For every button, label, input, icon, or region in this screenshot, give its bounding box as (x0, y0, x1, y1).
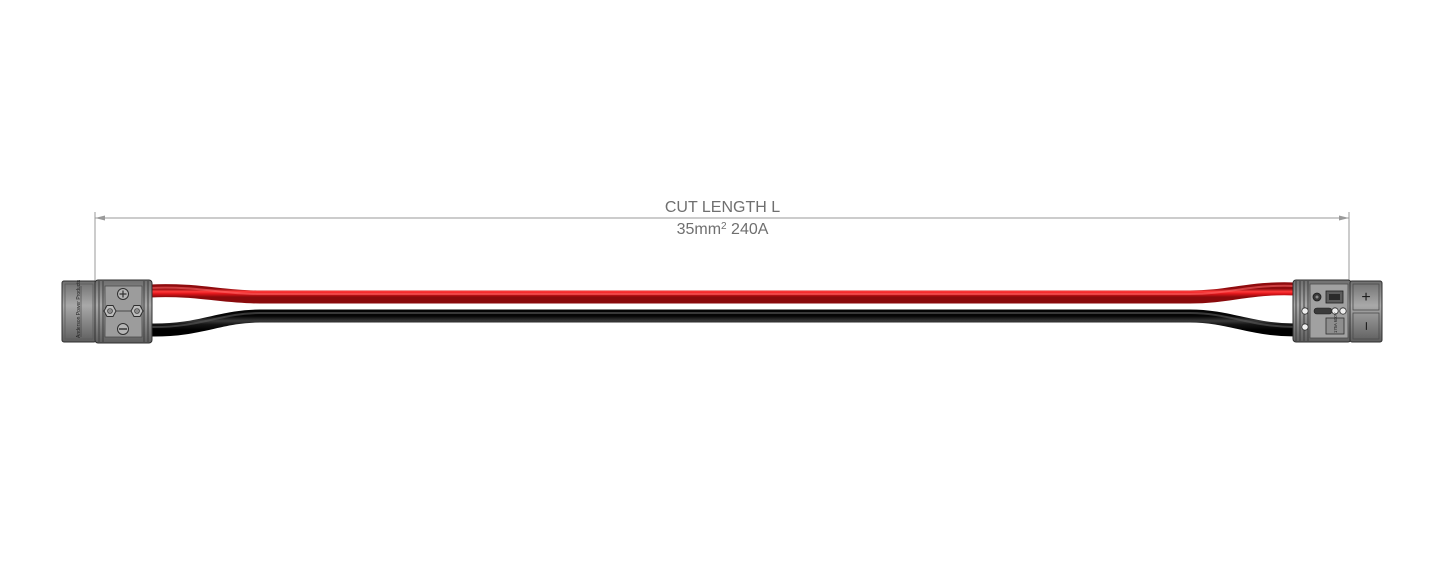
right-connector-plus-symbol: + (1361, 289, 1370, 306)
black-cable (149, 309, 1297, 337)
red-cable-highlight (149, 284, 1297, 295)
dimension-arrow-left (95, 215, 105, 221)
left-connector: Anderson Power Products (61, 279, 153, 344)
cable-spec-suffix: 240A (726, 221, 769, 238)
dimension-arrow-right (1339, 215, 1349, 221)
cable-spec-prefix: 35mm (676, 221, 722, 238)
dimension-line (94, 212, 1350, 283)
red-cable (149, 282, 1297, 304)
dimension-title: CUT LENGTH L (664, 199, 781, 216)
black-cable-highlight (149, 312, 1297, 329)
right-connector-rating-label (1325, 317, 1345, 335)
cable-spec-superscript: 2 (721, 221, 727, 232)
right-connector-minus-symbol: − (1357, 321, 1374, 330)
left-connector-brand-text: Anderson Power Products (76, 279, 82, 338)
cable-spec-label: 35mm2 240A (0, 221, 1445, 239)
right-connector-slot-icon (1313, 307, 1333, 315)
right-connector-rating-text: 175A 600V (1333, 312, 1338, 333)
right-connector: 175A 600V + − (1292, 279, 1383, 343)
